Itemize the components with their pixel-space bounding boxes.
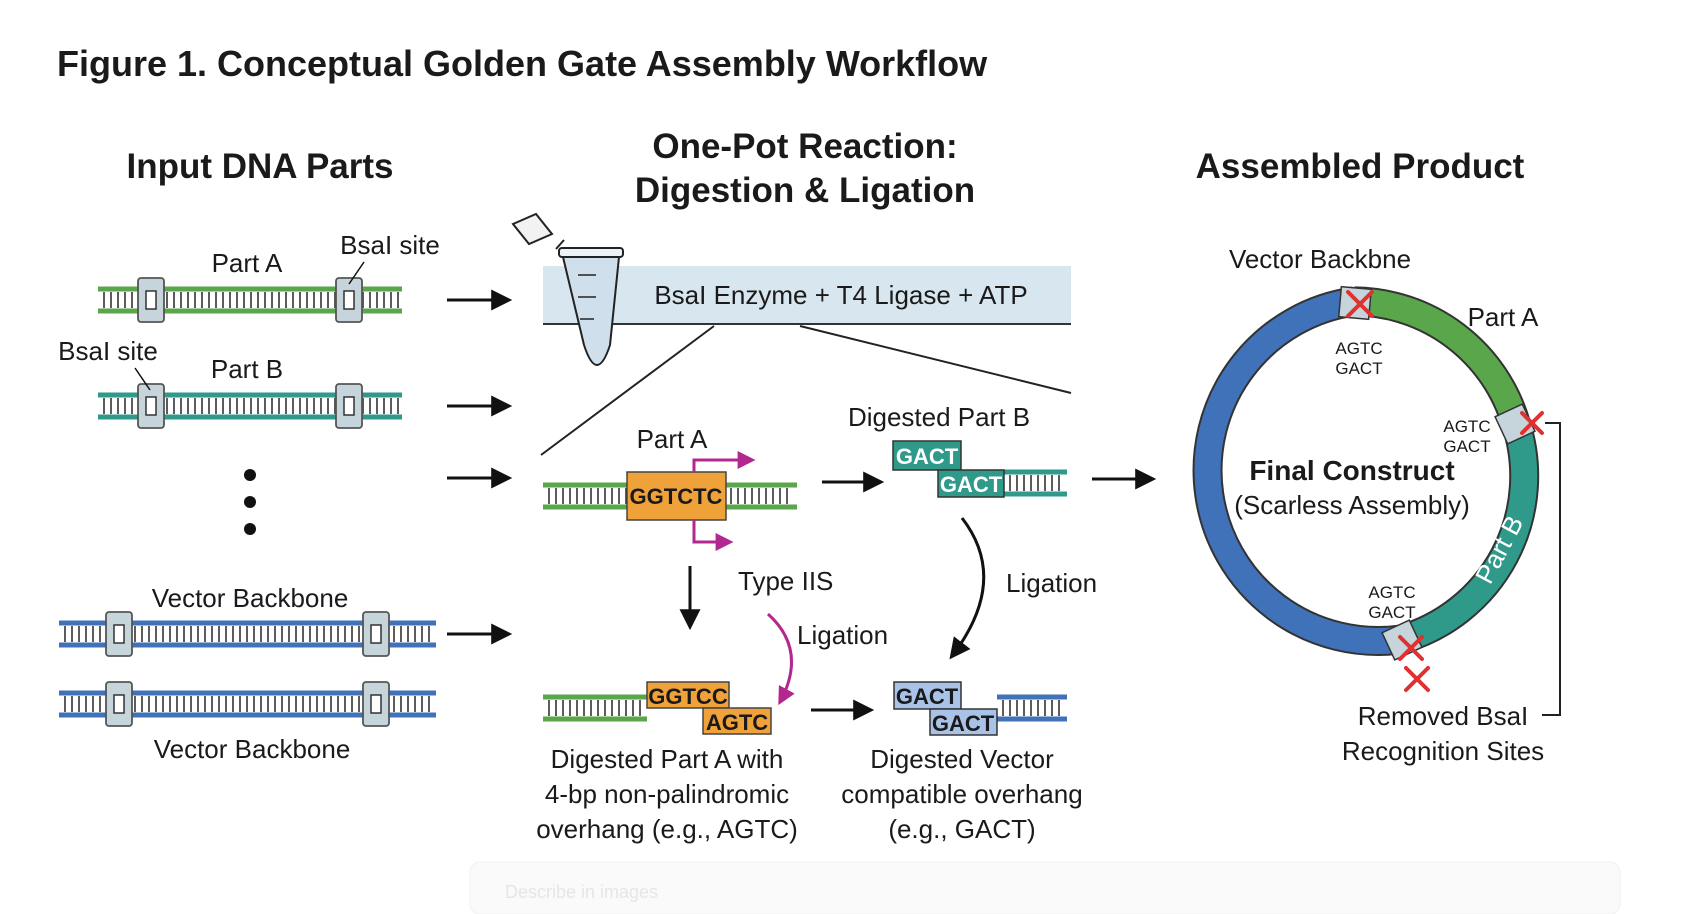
removed-site-x-icon	[1346, 290, 1374, 318]
overhang-b-bottom-box	[937, 469, 1005, 498]
part-a-label: Part A	[212, 248, 283, 278]
bsai-site-label-top: BsaI site	[340, 230, 440, 260]
ligation-arrow-right	[949, 517, 986, 660]
input-heading: Input DNA Parts	[126, 147, 393, 186]
vec-bottom-seq: GACT	[932, 711, 995, 736]
ligation-right-label: Ligation	[1006, 568, 1097, 598]
bottom-faint-box	[469, 861, 1621, 914]
bottom-faint-text: Describe in images	[505, 882, 658, 902]
cut-site-top-icon	[692, 451, 756, 472]
caption-vector-line: (e.g., GACT)	[888, 814, 1035, 844]
figure-title: Figure 1. Conceptual Golden Gate Assembl…	[57, 43, 988, 84]
bsai-site-pointer-top	[348, 261, 365, 285]
digested-part-b-label: Digested Part B	[848, 402, 1030, 432]
recognition-site-seq: GGTCTC	[630, 484, 723, 509]
recognition-site-box	[626, 471, 727, 521]
dna-part-b	[98, 383, 402, 429]
reaction-mix-band	[543, 266, 1071, 324]
bsai-site-block	[362, 611, 390, 657]
bsai-site-block	[362, 681, 390, 727]
cut-a-top-box	[646, 681, 730, 709]
part-b-label: Part B	[211, 354, 283, 384]
removed-sites-bracket	[1542, 422, 1561, 716]
vec-top-seq: GACT	[896, 684, 959, 709]
cut-a-bottom-box	[702, 707, 772, 735]
dna-vector-tail	[997, 694, 1067, 722]
removed-sites-label-line2: Recognition Sites	[1342, 736, 1544, 766]
reaction-heading-line2: Digestion & Ligation	[635, 171, 975, 210]
vector-label-bottom: Vector Backbone	[154, 734, 351, 764]
dna-cut-a-tail	[543, 694, 647, 722]
junction-block-top	[1337, 285, 1373, 321]
zoom-line-left	[540, 325, 715, 456]
overhang-b-top-seq: GACT	[896, 444, 959, 469]
overhang-b-bottom-seq: GACT	[940, 472, 1003, 497]
caption-vector-line: compatible overhang	[841, 779, 1082, 809]
reaction-heading-line1: One-Pot Reaction:	[652, 127, 957, 166]
dna-digested-b-tail	[1004, 469, 1067, 497]
removed-sites-label-line1: Removed BsaI	[1358, 701, 1529, 731]
ellipsis-dot	[244, 523, 256, 535]
ellipsis-dot	[244, 496, 256, 508]
removed-site-x-icon	[1520, 411, 1544, 435]
junction-bottom-seq1: AGTC	[1368, 583, 1415, 602]
vec-bottom-box	[929, 708, 998, 736]
bsai-site-block	[137, 277, 165, 323]
bsai-site-block	[105, 681, 133, 727]
removed-site-x-icon	[1398, 635, 1424, 661]
product-part-a-label: Part A	[1468, 302, 1539, 332]
dna-vector-bottom	[59, 681, 436, 727]
vec-top-box	[893, 681, 962, 710]
zoom-line-right	[799, 325, 1072, 394]
final-construct-label: Final Construct	[1249, 455, 1454, 486]
dna-part-a	[98, 277, 402, 323]
cut-a-top-seq: GGTCC	[648, 684, 728, 709]
caption-vector-line: Digested Vector	[870, 744, 1054, 774]
final-construct-sublabel: (Scarless Assembly)	[1234, 490, 1470, 520]
caption-part-a-line: 4-bp non-palindromic	[545, 779, 789, 809]
ellipsis-dot	[244, 469, 256, 481]
junction-right-seq2: GACT	[1443, 437, 1490, 456]
type-iis-label: Type IIS	[738, 566, 833, 596]
ligation-arrow-mid	[766, 612, 795, 706]
bsai-site-block	[335, 383, 363, 429]
product-heading: Assembled Product	[1196, 147, 1525, 186]
ligation-mid-label: Ligation	[797, 620, 888, 650]
bsai-site-label-left: BsaI site	[58, 336, 158, 366]
junction-top-seq1: AGTC	[1335, 339, 1382, 358]
product-vector-label: Vector Backbne	[1229, 244, 1411, 274]
bsai-site-block	[105, 611, 133, 657]
reaction-part-a-label: Part A	[637, 424, 708, 454]
cut-site-bottom-icon	[692, 520, 734, 551]
plasmid-ring	[1192, 285, 1540, 661]
junction-top-seq2: GACT	[1335, 359, 1382, 378]
cut-a-bottom-seq: AGTC	[706, 710, 768, 735]
tube-icon	[511, 212, 624, 366]
caption-part-a-line: Digested Part A with	[551, 744, 784, 774]
junction-right-seq1: AGTC	[1443, 417, 1490, 436]
vector-label-top: Vector Backbone	[152, 583, 349, 613]
bsai-site-block	[335, 277, 363, 323]
junction-bottom-seq2: GACT	[1368, 603, 1415, 622]
bsai-site-pointer-left	[134, 367, 151, 391]
dna-vector-top	[59, 611, 436, 657]
input-strands	[59, 277, 436, 727]
bsai-site-block	[137, 383, 165, 429]
caption-part-a-line: overhang (e.g., AGTC)	[536, 814, 798, 844]
removed-site-x-icon	[1404, 666, 1430, 692]
overhang-b-top-box	[892, 440, 962, 471]
reaction-mix-text: BsaI Enzyme + T4 Ligase + ATP	[654, 280, 1027, 310]
